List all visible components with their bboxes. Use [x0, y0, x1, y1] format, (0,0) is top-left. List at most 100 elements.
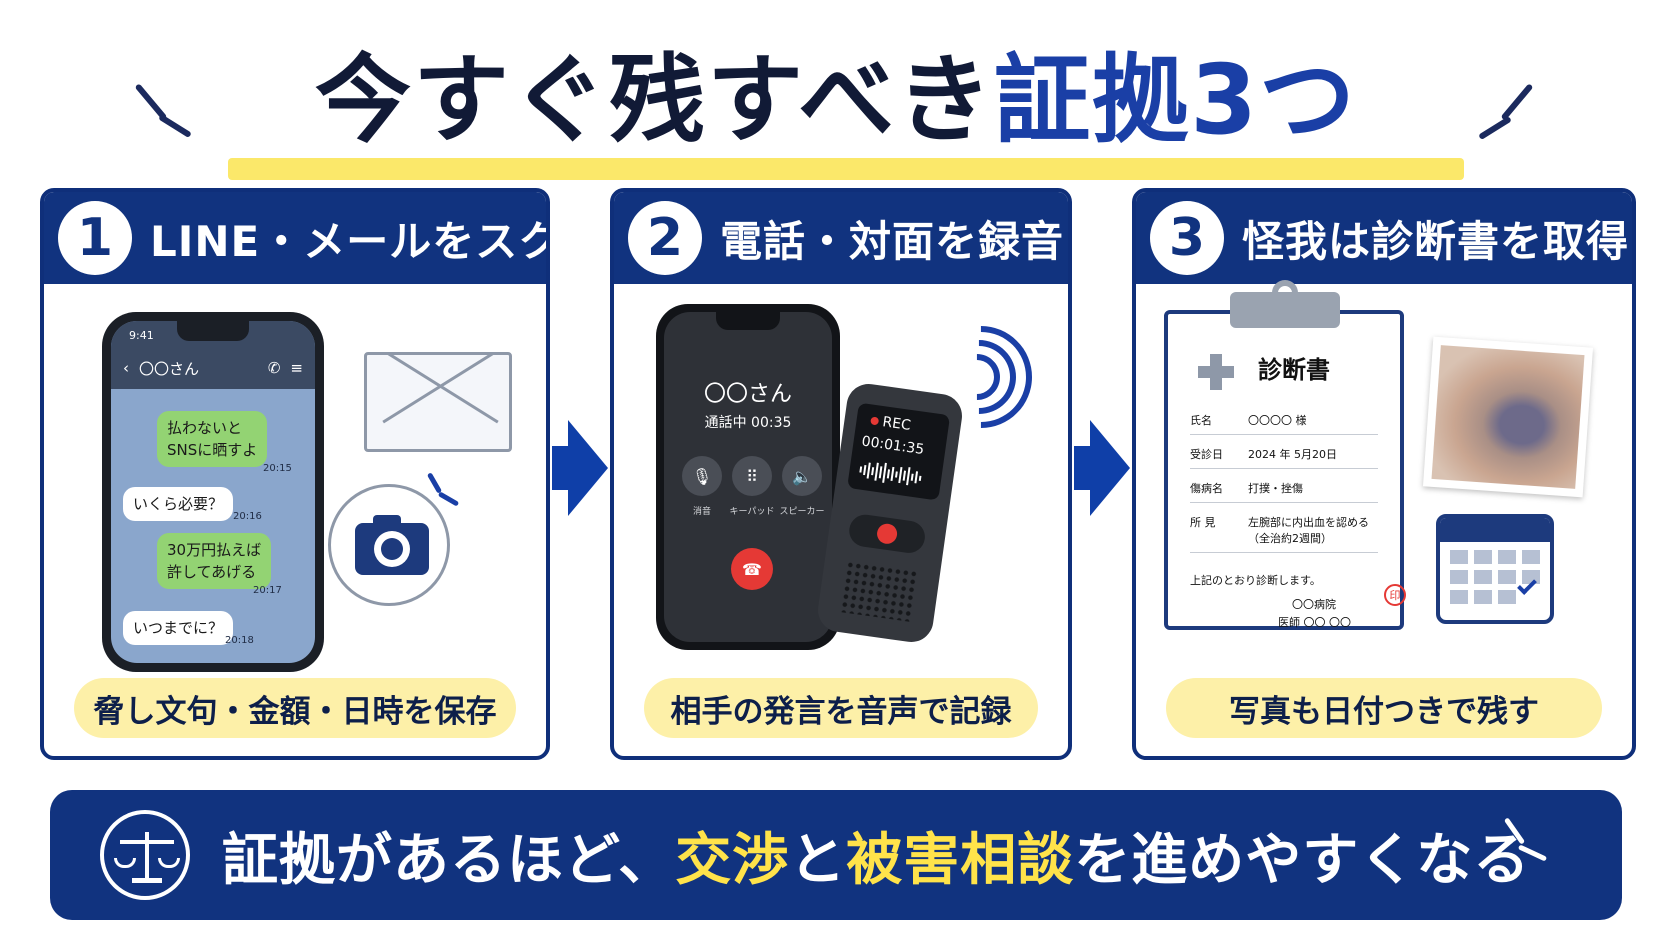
- phone-notch: [177, 321, 249, 341]
- card-recording: 2 電話・対面を録音 〇〇さん 通話中 00:35 🎙 ⠿ 🔈 消音 キーパッド…: [610, 188, 1072, 760]
- camera-lens-inner: [381, 538, 403, 560]
- chat-screen: 9:41 ‹ 〇〇さん ✆ ≡ 払わないと SNSに晒すよ 20:15 いくら必…: [111, 321, 315, 663]
- speaker-icon: 🔈: [782, 456, 822, 496]
- sound-wave-icon: [858, 459, 922, 487]
- mic-off-icon: 🎙: [682, 456, 722, 496]
- card-medical: 3 怪我は診断書を取得 診断書 氏名 〇〇〇〇 様 受診日 2024 年 5月20日…: [1132, 188, 1636, 760]
- scale-post: [145, 832, 149, 880]
- hangup-icon: ☎: [731, 548, 773, 590]
- speaker-grill: [839, 560, 919, 622]
- bubble-line: SNSに晒すよ: [167, 441, 258, 459]
- camera-icon: [328, 484, 450, 606]
- chat-bubble: 30万円払えば 許してあげる: [157, 533, 272, 589]
- chat-phone: 9:41 ‹ 〇〇さん ✆ ≡ 払わないと SNSに晒すよ 20:15 いくら必…: [102, 312, 324, 672]
- card-header: 2 電話・対面を録音: [614, 192, 1068, 284]
- arrow-icon: [568, 420, 608, 516]
- bubble-line: 払わないと: [167, 419, 243, 437]
- clipboard-clip: [1230, 292, 1340, 328]
- scale-base: [132, 878, 162, 883]
- rec-label: REC: [870, 412, 912, 434]
- card-footer: 脅し文句・金額・日時を保存: [74, 678, 516, 738]
- row-value-extra: （全治約2週間）: [1248, 532, 1332, 545]
- recorder-screen: REC 00:01:35: [847, 402, 951, 501]
- card-heading: LINE・メールをスクショ: [150, 216, 546, 266]
- row-key: 傷病名: [1190, 482, 1223, 495]
- camera-spark: [437, 491, 460, 507]
- bottom-message: 証拠があるほど、交渉と被害相談を進めやすくなる: [222, 790, 1530, 920]
- chat-contact-name: 〇〇さん: [139, 359, 200, 378]
- title-dark-text: 今すぐ残すべき: [314, 44, 995, 156]
- arrow-stem-2: [1074, 446, 1092, 490]
- injury-photo: [1422, 336, 1594, 498]
- rec-text: REC: [881, 414, 912, 434]
- message-time: 20:18: [225, 635, 254, 646]
- step-number: 1: [58, 201, 132, 275]
- chat-header: ‹ 〇〇さん ✆ ≡: [111, 347, 315, 389]
- arrow-icon: [1090, 420, 1130, 516]
- certificate-note: 上記のとおり診断します。: [1190, 574, 1321, 587]
- message-time: 20:15: [263, 463, 292, 474]
- title-underline: [228, 158, 1464, 180]
- chat-bubble: 払わないと SNSに晒すよ: [157, 411, 268, 467]
- row-value: 〇〇〇〇 様: [1248, 414, 1307, 427]
- row-value: 左腕部に内出血を認める: [1248, 516, 1369, 529]
- scale-beam: [120, 840, 174, 844]
- message-highlight: 交渉: [675, 827, 790, 893]
- certificate-title: 診断書: [1258, 356, 1330, 384]
- call-status: 通話中 00:35: [704, 415, 792, 431]
- certificate-row: 氏名 〇〇〇〇 様: [1190, 412, 1378, 435]
- keypad-caption: キーパッド: [729, 507, 775, 517]
- card-heading: 電話・対面を録音: [720, 216, 1065, 266]
- row-value: 2024 年 5月20日: [1248, 448, 1337, 461]
- seal-stamp: 印: [1384, 584, 1406, 606]
- message-time: 20:17: [253, 585, 282, 596]
- calendar-grid: [1450, 550, 1540, 604]
- row-key: 所 見: [1190, 516, 1216, 529]
- title-blue-text: 証拠3つ: [994, 44, 1358, 156]
- message-highlight: 被害相談: [846, 827, 1075, 893]
- certificate-row: 傷病名打撲・挫傷: [1190, 480, 1378, 503]
- card-header: 3 怪我は診断書を取得: [1136, 192, 1632, 284]
- page-title: 今すぐ残すべき証拠3つ: [0, 44, 1672, 156]
- call-screen: 〇〇さん 通話中 00:35 🎙 ⠿ 🔈 消音 キーパッド スピーカー ☎: [664, 312, 832, 642]
- bottom-banner: 証拠があるほど、交渉と被害相談を進めやすくなる: [50, 790, 1622, 920]
- back-icon: ‹: [123, 359, 129, 377]
- chat-bubble: いつまでに？: [123, 611, 234, 645]
- scale-icon: [100, 810, 190, 900]
- calendar-header: [1440, 518, 1550, 542]
- bubble-line: 30万円払えば: [167, 541, 262, 559]
- keypad-icon: ⠿: [732, 456, 772, 496]
- message-part: を進めやすくなる: [1074, 827, 1531, 893]
- bruise-image: [1431, 345, 1585, 489]
- chat-bubble: いくら必要？: [123, 487, 234, 521]
- bubble-line: いつまでに？: [133, 619, 224, 637]
- message-part: 証拠があるほど、: [222, 827, 676, 893]
- row-key: 受診日: [1190, 448, 1223, 461]
- doctor-name: 医師 〇〇 〇〇: [1278, 616, 1351, 629]
- arrow-stem-1: [552, 446, 570, 490]
- row-key: 氏名: [1190, 414, 1212, 427]
- hospital-name: 〇〇病院: [1292, 598, 1336, 611]
- card-screenshot: 1 LINE・メールをスクショ 9:41 ‹ 〇〇さん ✆ ≡ 払わないと SN…: [40, 188, 550, 760]
- rec-time: 00:01:35: [860, 433, 926, 459]
- message-time: 20:16: [233, 511, 262, 522]
- step-number: 3: [1150, 201, 1224, 275]
- mute-caption: 消音: [692, 507, 711, 517]
- medical-cross-icon-bar: [1198, 366, 1234, 378]
- scale-pan-right: [158, 858, 180, 868]
- phone-icon: ✆: [267, 359, 281, 377]
- bubble-line: いくら必要？: [133, 495, 224, 513]
- rec-dot: [870, 416, 880, 426]
- mail-icon: [364, 352, 512, 452]
- phone-notch: [716, 312, 780, 330]
- speaker-caption: スピーカー: [779, 507, 825, 517]
- call-phone: 〇〇さん 通話中 00:35 🎙 ⠿ 🔈 消音 キーパッド スピーカー ☎: [656, 304, 840, 650]
- caller-name: 〇〇さん: [703, 382, 792, 407]
- certificate-row: 所 見 左腕部に内出血を認める （全治約2週間）: [1190, 514, 1378, 553]
- card-header: 1 LINE・メールをスクショ: [44, 192, 546, 284]
- card-footer: 相手の発言を音声で記録: [644, 678, 1038, 738]
- step-number: 2: [628, 201, 702, 275]
- title-area: 今すぐ残すべき証拠3つ: [0, 30, 1672, 180]
- card-footer: 写真も日付つきで残す: [1166, 678, 1602, 738]
- message-part: と: [789, 827, 847, 893]
